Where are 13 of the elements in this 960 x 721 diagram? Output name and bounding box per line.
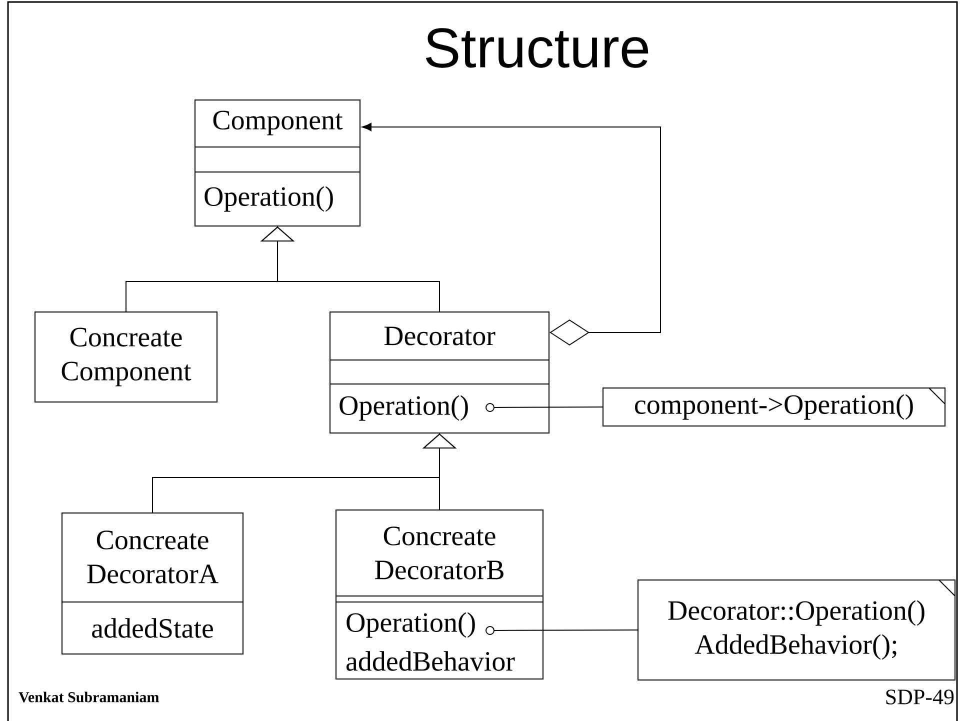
class-box: Concreate Component bbox=[34, 312, 218, 402]
class-box: Decorator Operation() bbox=[330, 312, 550, 434]
note-connector bbox=[486, 403, 603, 412]
generalization-arrow bbox=[260, 226, 440, 312]
class-box: Concreate DecoratorA addedState bbox=[62, 512, 244, 654]
class-box: Component Operation() bbox=[194, 100, 360, 226]
aggregation-arrow bbox=[362, 122, 661, 346]
note-connector bbox=[486, 626, 638, 635]
class-box: Concreate DecoratorB Operation() addedBehavior bbox=[336, 510, 544, 680]
author-name: Venkat Subramaniam bbox=[18, 692, 159, 702]
note-box: component->Operation() bbox=[602, 388, 946, 426]
title: Structure bbox=[426, 28, 648, 68]
note-box: Decorator::Operation() AddedBehavior(); bbox=[638, 580, 956, 680]
